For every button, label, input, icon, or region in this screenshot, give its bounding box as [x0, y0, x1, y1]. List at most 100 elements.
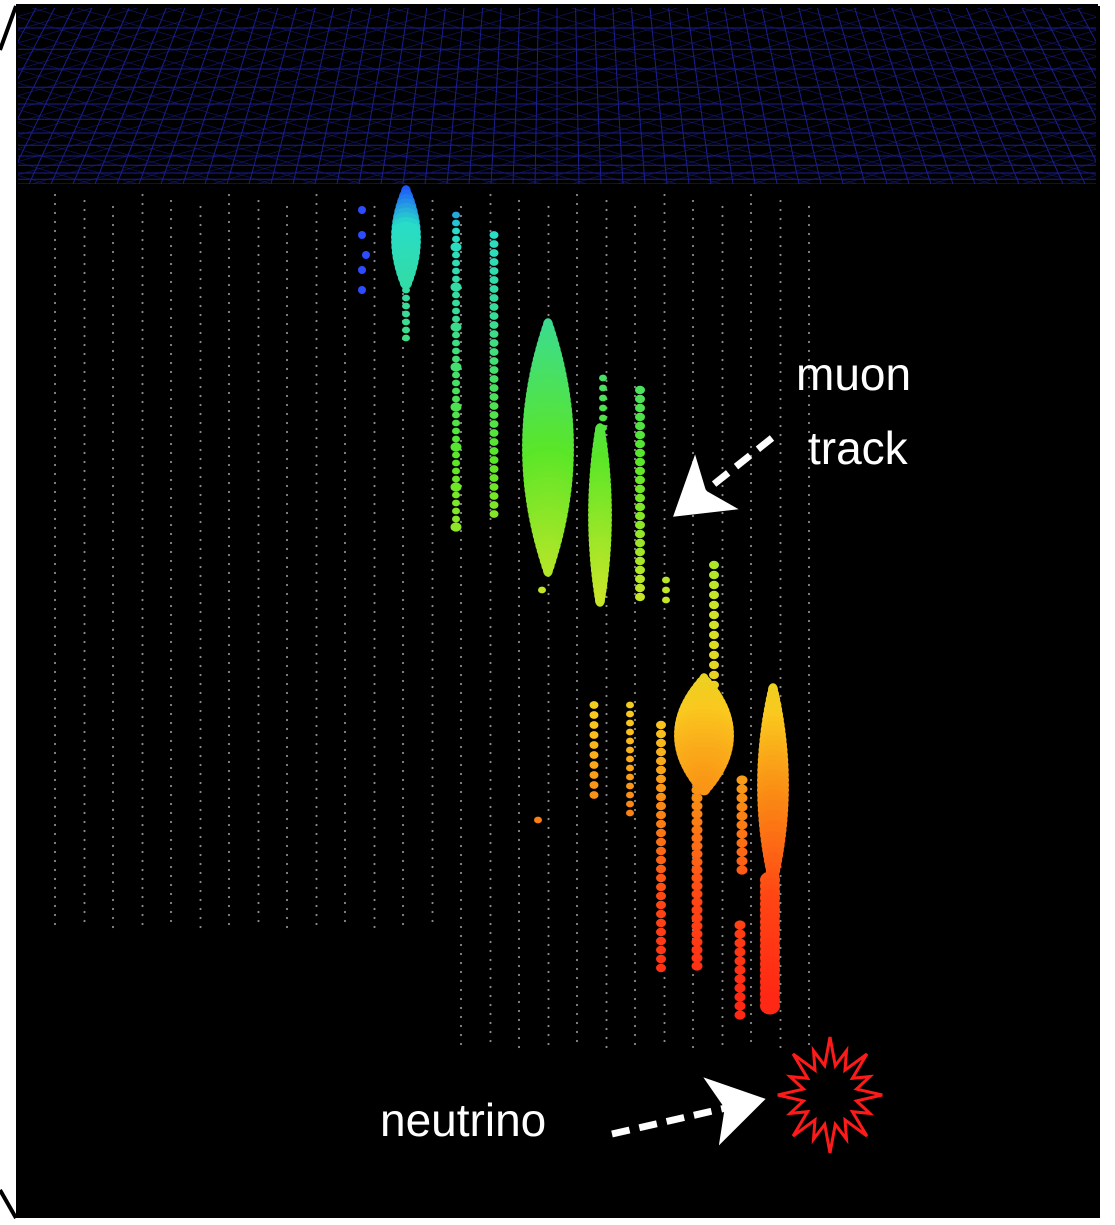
- sensor-dot: [257, 388, 260, 392]
- sensor-dot: [807, 457, 811, 461]
- sensor-dot: [83, 442, 86, 446]
- sensor-dot: [807, 529, 811, 533]
- sensor-dot: [575, 679, 579, 683]
- sensor-dot: [83, 343, 86, 347]
- sensor-dot: [83, 802, 86, 806]
- sensor-dot: [373, 547, 376, 551]
- sensor-dot: [285, 781, 289, 785]
- sensor-dot: [547, 277, 550, 281]
- sensor-dot: [257, 883, 260, 887]
- sensor-dot: [605, 784, 608, 788]
- sensor-dot: [749, 589, 753, 593]
- sensor-dot: [373, 466, 376, 470]
- hit-sphere: [736, 811, 748, 821]
- sensor-dot: [373, 646, 376, 650]
- sensor-dot: [517, 487, 521, 491]
- sensor-dot: [749, 661, 753, 665]
- sensor-dot: [517, 748, 521, 752]
- sensor-dot: [285, 223, 289, 227]
- sensor-dot: [633, 970, 637, 974]
- sensor-dot: [257, 559, 260, 563]
- sensor-dot: [227, 337, 231, 341]
- sensor-dot: [721, 1024, 724, 1028]
- sensor-dot: [53, 292, 57, 296]
- sensor-dot: [111, 745, 115, 749]
- sensor-dot: [489, 355, 492, 359]
- sensor-dot: [141, 733, 144, 737]
- sensor-dot: [807, 898, 811, 902]
- sensor-dot: [749, 571, 753, 575]
- sensor-dot: [111, 727, 115, 731]
- sensor-dot: [633, 511, 637, 515]
- sensor-dot: [779, 478, 782, 482]
- sensor-dot: [111, 394, 115, 398]
- sensor-dot: [285, 376, 289, 380]
- sensor-dot: [779, 424, 782, 428]
- sensor-dot: [807, 916, 811, 920]
- sensor-dot: [111, 736, 115, 740]
- sensor-dot: [53, 895, 57, 899]
- sensor-dot: [575, 904, 579, 908]
- sensor-dot: [489, 778, 492, 782]
- sensor-dot: [779, 235, 782, 239]
- sensor-dot: [517, 568, 521, 572]
- sensor-dot: [401, 454, 405, 458]
- sensor-dot: [633, 340, 637, 344]
- sensor-dot: [343, 883, 347, 887]
- sensor-dot: [663, 391, 666, 395]
- sensor-dot: [663, 643, 666, 647]
- sensor-dot: [83, 793, 86, 797]
- sensor-dot: [633, 601, 637, 605]
- sensor-dot: [721, 529, 724, 533]
- sensor-dot: [547, 637, 550, 641]
- sensor-dot: [401, 382, 405, 386]
- sensor-dot: [517, 289, 521, 293]
- sensor-dot: [517, 586, 521, 590]
- sensor-dot: [807, 565, 811, 569]
- sensor-dot: [199, 682, 202, 686]
- sensor-dot: [199, 286, 202, 290]
- hit-sphere: [734, 1001, 746, 1011]
- sensor-dot: [257, 451, 260, 455]
- sensor-dot: [749, 553, 753, 557]
- sensor-dot: [633, 754, 637, 758]
- sensor-dot: [257, 496, 260, 500]
- sensor-dot: [779, 271, 782, 275]
- sensor-dot: [53, 841, 57, 845]
- sensor-dot: [489, 436, 492, 440]
- sensor-dot: [575, 454, 579, 458]
- sensor-dot: [691, 325, 695, 329]
- sensor-dot: [315, 490, 318, 494]
- sensor-dot: [285, 727, 289, 731]
- sensor-dot: [169, 370, 173, 374]
- sensor-dot: [343, 307, 347, 311]
- sensor-dot: [633, 358, 637, 362]
- sensor-dot: [459, 772, 463, 776]
- sensor-dot: [691, 649, 695, 653]
- sensor-dot: [721, 997, 724, 1001]
- sensor-dot: [749, 940, 753, 944]
- sensor-dot: [343, 721, 347, 725]
- sensor-dot: [605, 352, 608, 356]
- sensor-dot: [547, 601, 550, 605]
- sensor-dot: [111, 682, 115, 686]
- sensor-dot: [401, 679, 405, 683]
- sensor-dot: [169, 775, 173, 779]
- sensor-dot: [315, 679, 318, 683]
- sensor-dot: [343, 487, 347, 491]
- hit-sphere: [402, 326, 410, 334]
- hit-sphere: [635, 529, 645, 539]
- sensor-dot: [257, 523, 260, 527]
- sensor-dot: [459, 394, 463, 398]
- sensor-dot: [691, 379, 695, 383]
- grid-line: [18, 148, 138, 184]
- sensor-dot: [431, 622, 434, 626]
- sensor-dot: [575, 436, 579, 440]
- sensor-dot: [547, 610, 550, 614]
- sensor-dot: [373, 736, 376, 740]
- hit-sphere: [656, 801, 666, 811]
- grid-line: [18, 82, 363, 184]
- sensor-dot: [53, 544, 57, 548]
- sensor-dot: [779, 604, 782, 608]
- sensor-dot: [431, 901, 434, 905]
